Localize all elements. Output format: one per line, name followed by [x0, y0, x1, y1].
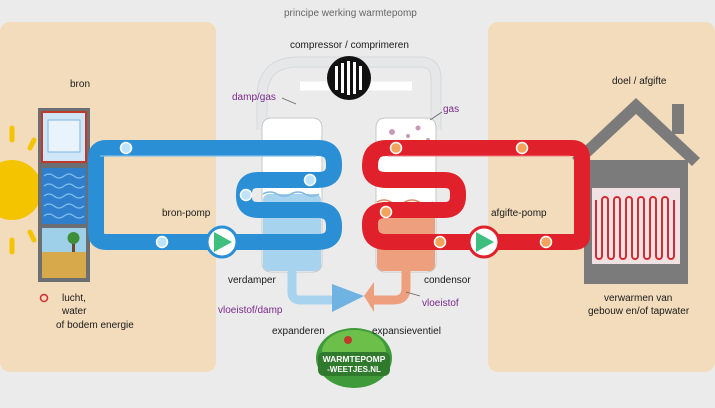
liquid-pipe-evap	[287, 267, 335, 305]
label-verwarmen-line2: gebouw en/of tapwater	[588, 306, 690, 317]
pointer-damp-gas	[281, 97, 297, 105]
label-expansieventiel: expansieventiel	[372, 326, 441, 337]
label-bron: bron	[70, 79, 91, 90]
logo-warmtepomp: WARMTEPOMP -WEETJES.NL	[316, 328, 392, 388]
source-column	[38, 108, 90, 282]
label-damp-gas: damp/gas	[232, 92, 276, 103]
label-lucht-line3: of bodem energie	[56, 320, 134, 331]
legend-marker-icon	[39, 293, 49, 303]
label-lucht-line1: lucht,	[62, 293, 86, 304]
hot-circuit	[362, 140, 590, 250]
logo-text-line1: WARMTEPOMP	[323, 354, 386, 364]
label-condensor: condensor	[424, 275, 471, 286]
pointer-gas	[429, 111, 443, 121]
radiator-coil	[595, 196, 675, 260]
flow-markers-cold	[119, 141, 317, 249]
flow-markers-hot	[379, 141, 553, 249]
label-bron-pomp: bron-pomp	[162, 208, 211, 219]
source-pump-icon	[205, 225, 239, 259]
label-doel: doel / afgifte	[612, 76, 667, 87]
liquid-pipe-cond	[367, 267, 411, 305]
pointer-vloeistof	[405, 291, 421, 297]
house-icon	[572, 98, 700, 284]
sun-icon	[0, 125, 67, 255]
output-pump-icon	[467, 225, 501, 259]
tree-icon	[67, 232, 80, 252]
label-vloeistof-damp: vloeistof/damp	[218, 305, 283, 316]
label-compressor: compressor / comprimeren	[290, 40, 409, 51]
label-verdamper: verdamper	[228, 275, 276, 286]
label-verwarmen-line1: verwarmen van	[604, 293, 673, 304]
label-gas: gas	[443, 104, 460, 115]
compressor-icon	[327, 56, 371, 100]
diagram-title: principe werking warmtepomp	[284, 8, 417, 19]
label-vloeistof: vloeistof	[422, 298, 459, 309]
logo-text-line2: -WEETJES.NL	[327, 365, 381, 374]
expansion-valve-icon	[332, 282, 374, 312]
label-expanderen: expanderen	[272, 326, 325, 337]
label-lucht-line2: water	[62, 306, 87, 317]
label-afgifte-pomp: afgifte-pomp	[491, 208, 547, 219]
